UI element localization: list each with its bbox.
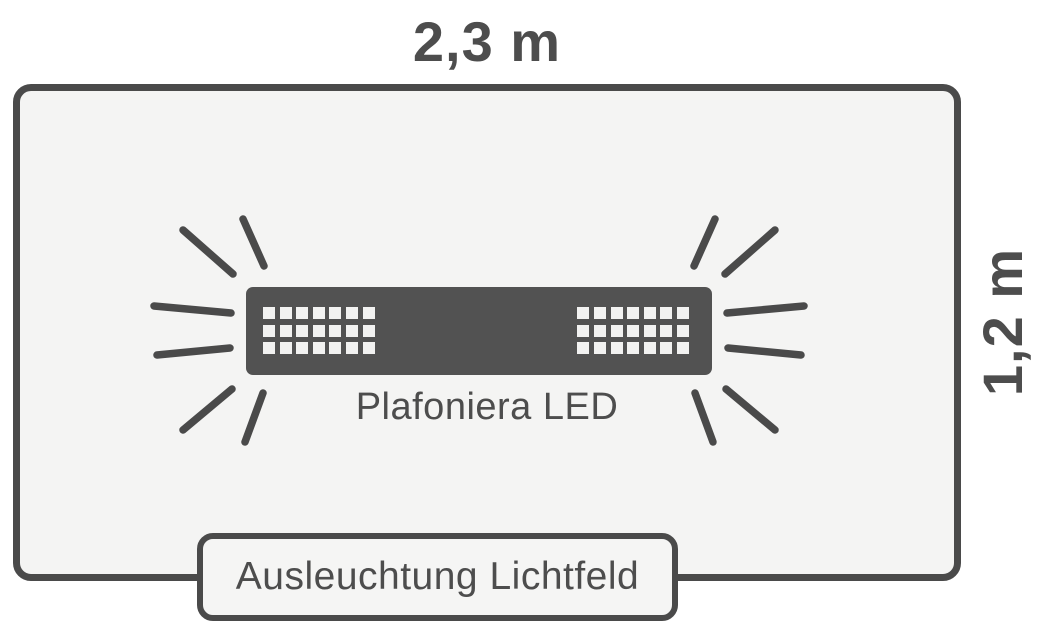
led-cell bbox=[263, 342, 275, 354]
height-dimension-label: 1,2 m bbox=[970, 247, 1034, 397]
led-cell bbox=[610, 342, 623, 354]
led-cell bbox=[312, 324, 325, 337]
led-cell bbox=[362, 342, 375, 354]
led-cell bbox=[345, 307, 358, 319]
led-cell bbox=[643, 342, 656, 354]
led-cell bbox=[296, 342, 309, 354]
led-cell bbox=[643, 324, 656, 337]
led-cell bbox=[627, 342, 640, 354]
led-cell bbox=[312, 342, 325, 354]
width-dimension-label: 2,3 m bbox=[412, 9, 562, 73]
led-cell bbox=[610, 307, 623, 319]
led-cell bbox=[279, 324, 292, 337]
led-cell bbox=[577, 307, 590, 319]
led-cell bbox=[279, 342, 292, 354]
led-fixture bbox=[246, 287, 712, 375]
led-cell bbox=[677, 307, 689, 319]
led-cell bbox=[627, 307, 640, 319]
led-cell bbox=[594, 342, 607, 354]
led-cell bbox=[296, 324, 309, 337]
led-cell bbox=[577, 342, 590, 354]
led-cell bbox=[594, 324, 607, 337]
led-cell bbox=[345, 324, 358, 337]
led-cell bbox=[594, 307, 607, 319]
led-cell bbox=[660, 307, 673, 319]
led-cell bbox=[345, 342, 358, 354]
led-cell bbox=[329, 342, 342, 354]
caption-badge: Ausleuchtung Lichtfeld bbox=[197, 533, 678, 621]
led-cell bbox=[577, 324, 590, 337]
led-cell bbox=[677, 324, 689, 337]
led-cell bbox=[660, 342, 673, 354]
led-cell bbox=[362, 324, 375, 337]
led-cell bbox=[362, 307, 375, 319]
led-cell bbox=[312, 307, 325, 319]
led-cell bbox=[329, 324, 342, 337]
caption-text: Ausleuchtung Lichtfeld bbox=[235, 555, 640, 598]
led-grid-right bbox=[577, 307, 689, 354]
led-cell bbox=[296, 307, 309, 319]
led-cell bbox=[263, 307, 275, 319]
led-cell bbox=[627, 324, 640, 337]
led-grid-left bbox=[263, 307, 375, 354]
led-cell bbox=[660, 324, 673, 337]
led-cell bbox=[263, 324, 275, 337]
fixture-label: Plafoniera LED bbox=[355, 386, 619, 428]
led-cell bbox=[279, 307, 292, 319]
led-cell bbox=[643, 307, 656, 319]
led-cell bbox=[329, 307, 342, 319]
led-cell bbox=[610, 324, 623, 337]
led-cell bbox=[677, 342, 689, 354]
